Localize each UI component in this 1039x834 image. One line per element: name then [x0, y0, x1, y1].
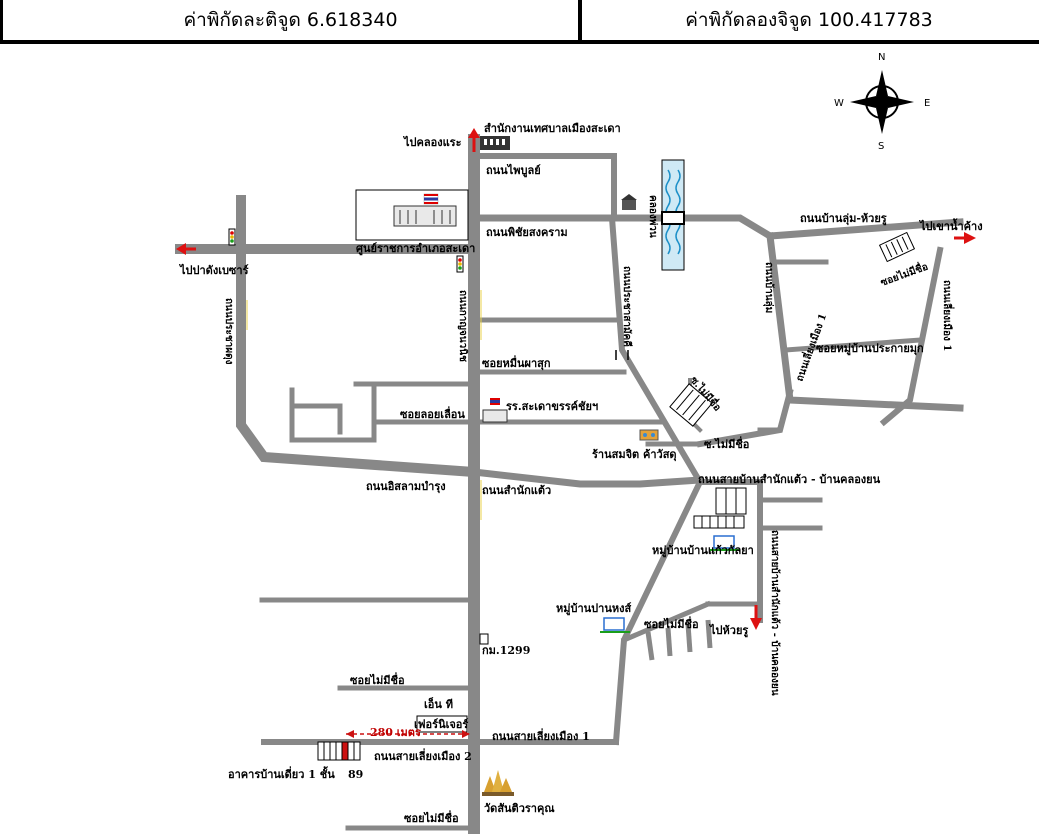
label-prachaphadung: ถนนประชาผดุง [223, 298, 235, 365]
district-center-icon [355, 189, 469, 241]
longitude-text: ค่าพิกัดลองจิจูด 100.417783 [685, 9, 933, 31]
rail-crossing [615, 350, 629, 360]
house-block-center [669, 383, 713, 427]
label-bypass-2-s: ถนนสายเลี่ยงเมือง 2 [374, 748, 472, 763]
label-to-khao-nam-khang: ไปเขาน้ำค้าง [918, 218, 983, 233]
label-phaibun-rd: ถนนไพบูลย์ [486, 163, 541, 178]
label-to-huai-ru: ไปห้วยรู [708, 623, 748, 638]
label-phichai-rd: ถนนพิชัยสงคราม [486, 226, 568, 239]
label-unnamed-alley-ne: ซอยไม่มีชื่อ [878, 259, 929, 289]
arrow-left-icon [176, 243, 196, 255]
label-wat: วัดสันติวราคุณ [484, 802, 555, 816]
label-km-marker: กม.1299 [482, 644, 530, 657]
label-unnamed-alley-w2: ซอยไม่มีชื่อ [404, 810, 459, 825]
label-prachasamakkhi: ถนนประชาสามัคคี [621, 266, 633, 347]
target-house [317, 741, 361, 761]
traffic-light-icon [456, 255, 464, 273]
road-pan-hong [620, 600, 712, 644]
traffic-light-icon [228, 228, 236, 246]
label-soi-loi-luean: ซอยลอยเลื่อน [400, 406, 465, 421]
road-e2 [783, 337, 923, 353]
roads [175, 134, 964, 834]
phichai-road [470, 214, 964, 240]
label-bypass-1-s: ถนนสายเลี่ยงเมือง 1 [492, 728, 590, 743]
prachaphadung-road [236, 195, 480, 478]
label-house-no: 89 [348, 768, 363, 781]
label-village-kaew-kanya: หมู่บ้านบ้านแก้วกัลยา [652, 544, 754, 558]
label-nt-furniture-2: เฟอร์นิเจอร์ [414, 718, 468, 731]
river [661, 159, 685, 271]
compass-rose-icon: N S W E [834, 52, 930, 152]
label-samnak-kaeo-rd: ถนนสำนักแต้ว [482, 484, 551, 497]
village-block-kaew [693, 487, 747, 529]
label-alley-unnamed-2: ซ.ไม่มีชื่อ [704, 436, 749, 451]
label-shop-somchit: ร้านสมจิต ค้าวัสดุ [592, 448, 677, 462]
samnak-kaeo-road [470, 468, 704, 488]
road-markings [246, 290, 482, 520]
school-icon [482, 398, 508, 423]
coordinate-header: ค่าพิกัดละติจูด 6.618340 ค่าพิกัดลองจิจู… [0, 0, 1039, 44]
compass-n: N [878, 52, 885, 63]
label-sadao-school: รร.สะเดาขรรค์ชัยฯ [506, 400, 598, 413]
south-alley-comb [645, 619, 713, 661]
road-loi-inner [289, 403, 343, 435]
compass-w: W [834, 98, 844, 109]
label-unnamed-alley-s: ซอยไม่มีชื่อ [644, 616, 699, 631]
arrow-right-icon [954, 232, 976, 244]
location-map[interactable]: N S W E ไปคลองแระ สำนักงานเทศบาลเมืองสะเ… [0, 44, 1039, 834]
label-ban-samnak-kaeo-rd: ถนนสายบ้านสำนักแต้ว - บ้านคลองยน [698, 473, 881, 486]
distance-marker [346, 730, 470, 738]
shop-icon [639, 429, 659, 441]
compass-s: S [878, 141, 884, 152]
label-klong-yon-rd-v: ถนนสายบ้านสำนักแต้ว - บ้านคลองยน [769, 530, 781, 696]
label-village-alley: ซอยหมู่บ้านประกายมุก [816, 342, 924, 356]
road-loi-block [289, 381, 377, 443]
prachasamakkhi-road [608, 214, 705, 487]
latitude-cell: ค่าพิกัดละติจูด 6.618340 [0, 0, 582, 44]
direction-arrows [176, 128, 976, 630]
temple-icon [621, 194, 637, 210]
label-issaram-rd: ถนนอิสลามบำรุง [366, 480, 446, 494]
label-distance: 280 เมตร [370, 726, 421, 739]
label-district-center: ศูนย์ราชการอำเภอสะเดา [356, 242, 475, 256]
km-marker-icon [479, 633, 489, 645]
label-kanchanawanit: ถนนกาญจนวนิช [457, 290, 469, 362]
label-ban-lum-rd: ถนนบ้านลุ่ม [763, 262, 775, 313]
arrow-up-icon [468, 128, 480, 152]
label-soi-muen-pha-suk: ซอยหมื่นผาสุก [482, 355, 551, 371]
label-nt-furniture-1: เอ็น ที [424, 697, 453, 711]
map-labels: ไปคลองแระ สำนักงานเทศบาลเมืองสะเดา ถนนไพ… [178, 122, 983, 825]
label-unnamed-alley-w1: ซอยไม่มีชื่อ [350, 672, 405, 687]
label-khlong-phuan: คลองพ่วน [647, 195, 659, 238]
label-ban-lum-huai-ru: ถนนบ้านลุ่ม-ห้วยรู [800, 212, 887, 226]
label-to-padang-besar: ไปปาดังเบซาร์ [178, 263, 249, 277]
arrow-down-icon [750, 605, 762, 630]
bypass-east [879, 246, 944, 427]
label-house-building: อาคารบ้านเดี่ยว 1 ชั้น [228, 766, 335, 781]
village-icon [710, 535, 740, 551]
nt-furniture-box [416, 715, 468, 733]
village-icon [600, 617, 630, 633]
wat-icon [482, 770, 514, 796]
latitude-text: ค่าพิกัดละติจูด 6.618340 [183, 9, 398, 31]
label-to-klong-rae: ไปคลองแระ [402, 135, 462, 149]
bridge [661, 211, 685, 225]
klong-yon-road [697, 479, 763, 623]
phaibun-road [471, 153, 617, 221]
label-municipal-office: สำนักงานเทศบาลเมืองสะเดา [484, 122, 621, 135]
compass-e: E [924, 98, 930, 109]
label-bypass-1: ถนนเลี่ยงเมือง 1 [941, 280, 955, 351]
label-village-pan-hong: หมู่บ้านปานหงส์ [556, 602, 631, 616]
house-block-ne [878, 231, 916, 263]
municipal-office-icon [480, 136, 510, 150]
longitude-cell: ค่าพิกัดลองจิจูด 100.417783 [579, 0, 1039, 44]
